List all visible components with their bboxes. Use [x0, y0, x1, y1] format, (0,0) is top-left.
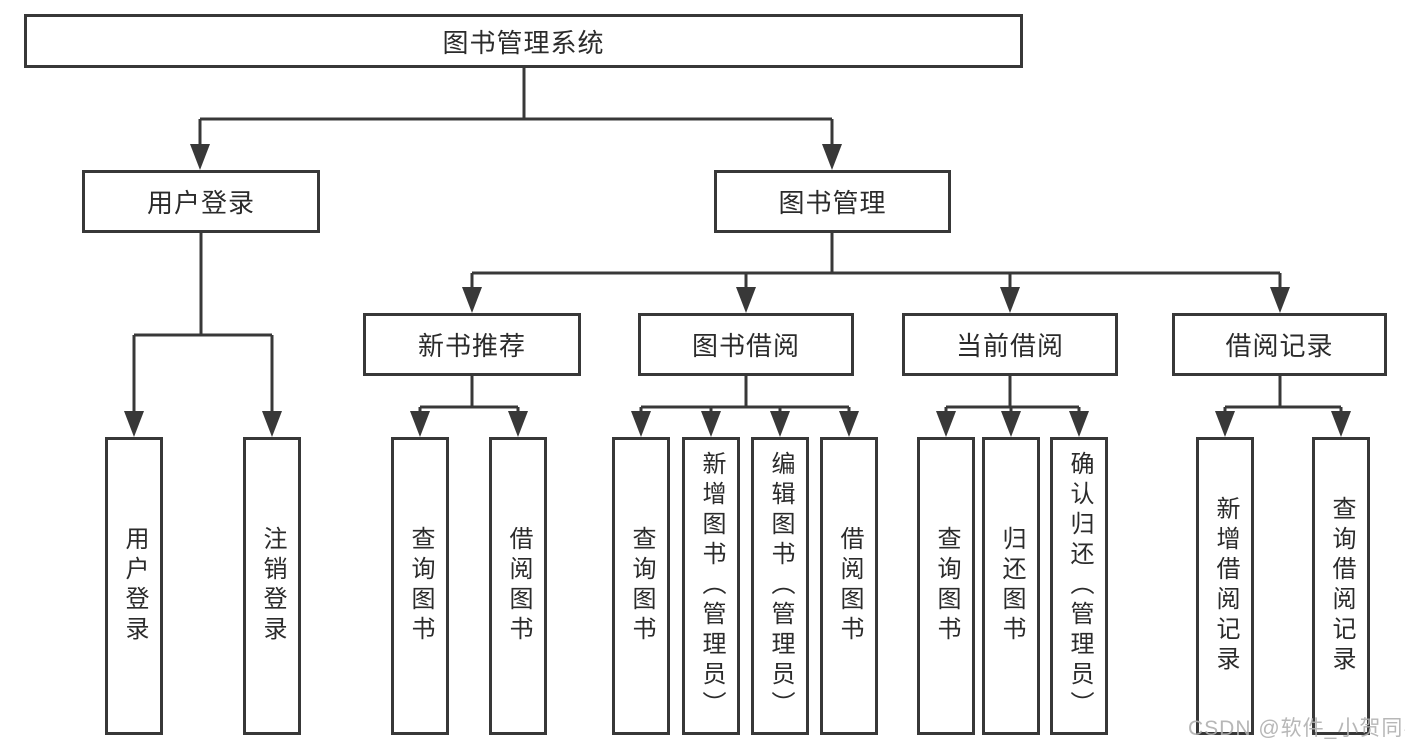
connector-book-management-to-level3 — [462, 233, 1290, 313]
connector-line — [134, 233, 272, 337]
arrow-down-icon — [410, 411, 430, 437]
arrow-down-icon — [190, 144, 210, 170]
node-root: 图书管理系统 — [24, 14, 1023, 68]
leaf-cb-return-books: 归还图书 — [982, 437, 1040, 735]
leaf-label: 用户登录 — [121, 526, 148, 646]
leaf-nb-query-books: 查询图书 — [391, 437, 449, 735]
leaf-label: 新增图书（管理员） — [698, 451, 725, 721]
arrow-down-icon — [631, 411, 651, 437]
node-label: 图书借阅 — [691, 331, 800, 361]
leaf-label: 确认归还（管理员） — [1066, 451, 1093, 721]
arrow-down-icon — [822, 144, 842, 170]
connector-line — [472, 233, 1280, 275]
arrow-down-icon — [1270, 287, 1290, 313]
node-current-borrow: 当前借阅 — [902, 313, 1118, 376]
arrow-down-icon — [736, 287, 756, 313]
arrow-down-icon — [508, 411, 528, 437]
node-label: 用户登录 — [146, 188, 255, 218]
connector-root-to-level2 — [190, 68, 842, 170]
node-label: 当前借阅 — [955, 331, 1064, 361]
leaf-user-login: 用户登录 — [105, 437, 163, 735]
leaf-label: 借阅图书 — [505, 526, 532, 646]
connector-book-borrow-to-leaves — [631, 376, 859, 437]
arrow-down-icon — [462, 287, 482, 313]
leaf-cb-query-books: 查询图书 — [917, 437, 975, 735]
arrow-down-icon — [701, 411, 721, 437]
connector-line — [132, 335, 274, 413]
connector-line — [1225, 376, 1341, 409]
node-new-book-recommend: 新书推荐 — [363, 313, 581, 376]
arrow-down-icon — [1000, 287, 1020, 313]
arrow-down-icon — [1001, 411, 1021, 437]
leaf-bb-query-books: 查询图书 — [612, 437, 670, 735]
connector-line — [639, 407, 851, 413]
node-book-management: 图书管理 — [714, 170, 951, 233]
leaf-bb-add-books-admin: 新增图书（管理员） — [682, 437, 740, 735]
arrow-down-icon — [262, 411, 282, 437]
connector-current-borrow-to-leaves — [936, 376, 1089, 437]
leaf-label: 查询借阅记录 — [1328, 496, 1355, 676]
leaf-bb-borrow-books: 借阅图书 — [820, 437, 878, 735]
node-borrow-records: 借阅记录 — [1172, 313, 1387, 376]
connector-borrow-records-to-leaves — [1215, 376, 1351, 437]
arrow-down-icon — [1215, 411, 1235, 437]
connector-line — [200, 68, 832, 121]
leaf-label: 借阅图书 — [836, 526, 863, 646]
arrow-down-icon — [1069, 411, 1089, 437]
connector-user-login-to-leaves — [124, 233, 282, 437]
leaf-label: 归还图书 — [998, 526, 1025, 646]
connector-line — [198, 119, 834, 146]
arrow-down-icon — [839, 411, 859, 437]
leaf-bb-edit-books-admin: 编辑图书（管理员） — [751, 437, 809, 735]
arrow-down-icon — [124, 411, 144, 437]
connector-line — [641, 376, 849, 409]
leaf-label: 新增借阅记录 — [1212, 496, 1239, 676]
arrow-down-icon — [1331, 411, 1351, 437]
arrow-down-icon — [936, 411, 956, 437]
leaf-label: 注销登录 — [259, 526, 286, 646]
leaf-nb-borrow-books: 借阅图书 — [489, 437, 547, 735]
node-label: 借阅记录 — [1225, 331, 1334, 361]
node-label: 图书管理系统 — [442, 27, 605, 58]
leaf-label: 查询图书 — [407, 526, 434, 646]
node-label: 新书推荐 — [417, 331, 526, 361]
leaf-label: 查询图书 — [628, 526, 655, 646]
node-book-borrow: 图书借阅 — [638, 313, 854, 376]
node-user-login-branch: 用户登录 — [82, 170, 320, 233]
leaf-br-add-record: 新增借阅记录 — [1196, 437, 1254, 735]
arrow-down-icon — [770, 411, 790, 437]
connector-line — [470, 273, 1282, 289]
leaf-logout: 注销登录 — [243, 437, 301, 735]
leaf-label: 查询图书 — [933, 526, 960, 646]
leaf-cb-confirm-return-admin: 确认归还（管理员） — [1050, 437, 1108, 735]
connector-line — [946, 376, 1079, 409]
leaf-br-query-record: 查询借阅记录 — [1312, 437, 1370, 735]
leaf-label: 编辑图书（管理员） — [767, 451, 794, 721]
watermark: CSDN @软件_小贺同学 — [1188, 717, 1405, 740]
connector-new-book-recommend-to-leaves — [410, 376, 528, 437]
node-label: 图书管理 — [778, 188, 887, 218]
connector-line — [420, 376, 518, 409]
